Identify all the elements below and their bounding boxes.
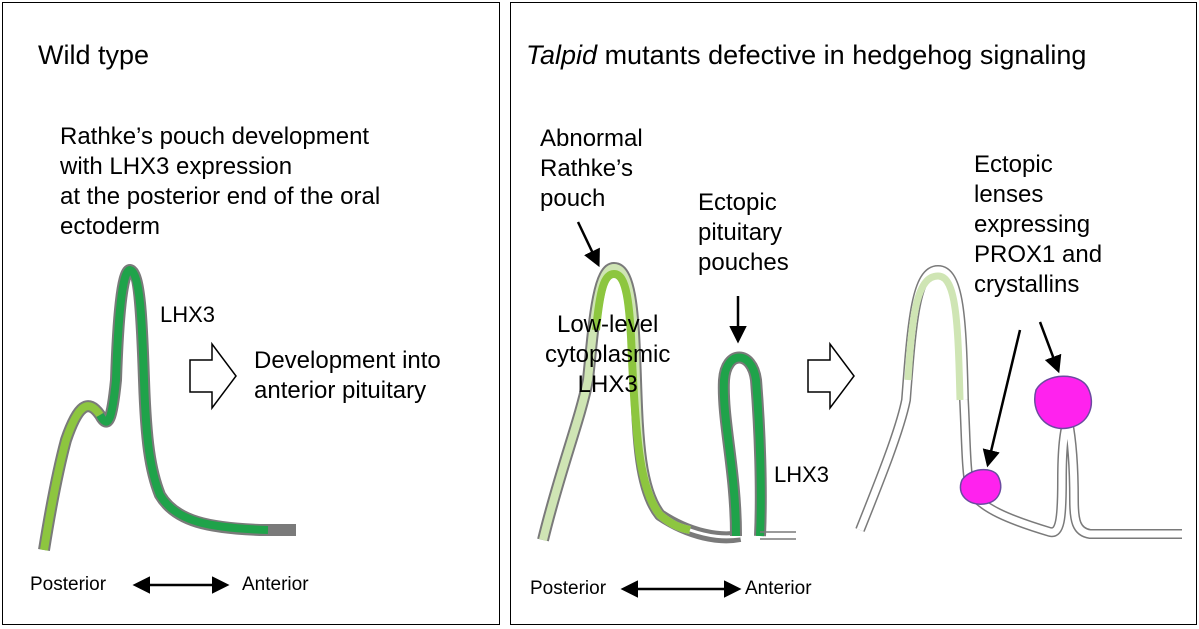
anterior-label-left: Anterior (242, 574, 309, 595)
low-level-line: Low-level (556, 311, 659, 338)
ectopic-pituitary-line: pouches (698, 249, 789, 276)
lhx3-label-right: LHX3 (774, 462, 830, 487)
wild-type-panel (2, 2, 500, 625)
ectopic-lenses-line: lenses (974, 181, 1044, 208)
ectopic-lenses-line: crystallins (974, 271, 1080, 298)
development-label-line: Development into (254, 347, 441, 374)
description-line: at the posterior end of the oral (60, 183, 381, 210)
wild-type-title: Wild type (38, 40, 150, 70)
abnormal-pouch-line: Abnormal (540, 125, 643, 152)
abnormal-pouch-label: Abnormal Rathke’s pouch (540, 124, 643, 214)
description-line: with LHX3 expression (60, 153, 293, 180)
low-level-lhx3-label: Low-level cytoplasmic LHX3 (545, 310, 670, 400)
ectopic-pituitary-line: Ectopic (698, 189, 777, 216)
ectopic-lenses-label: Ectopic lenses expressing PROX1 and crys… (974, 150, 1102, 300)
abnormal-pouch-line: pouch (540, 185, 606, 212)
talpid-title-rest: mutants defective in hedgehog signaling (597, 40, 1087, 70)
posterior-label-right: Posterior (530, 578, 607, 599)
lhx3-label-left: LHX3 (160, 302, 216, 327)
development-label-line: anterior pituitary (254, 377, 427, 404)
description-line: ectoderm (60, 213, 161, 240)
low-level-line: LHX3 (577, 371, 638, 398)
description-line: Rathke’s pouch development (60, 123, 370, 150)
ectopic-pituitary-line: pituitary (698, 219, 783, 246)
ectopic-lenses-line: Ectopic (974, 151, 1053, 178)
abnormal-pouch-line: Rathke’s (540, 155, 633, 182)
talpid-title: Talpid mutants defective in hedgehog sig… (526, 42, 1086, 69)
wild-type-description: Rathke’s pouch development with LHX3 exp… (60, 122, 380, 242)
talpid-title-italic: Talpid (526, 40, 598, 70)
development-label: Development into anterior pituitary (254, 346, 441, 406)
ectopic-pituitary-label: Ectopic pituitary pouches (698, 188, 789, 278)
posterior-label-left: Posterior (30, 574, 107, 595)
low-level-line: cytoplasmic (545, 341, 671, 368)
ectopic-lenses-line: expressing (974, 211, 1091, 238)
ectopic-lenses-line: PROX1 and (974, 241, 1103, 268)
anterior-label-right: Anterior (745, 578, 812, 599)
